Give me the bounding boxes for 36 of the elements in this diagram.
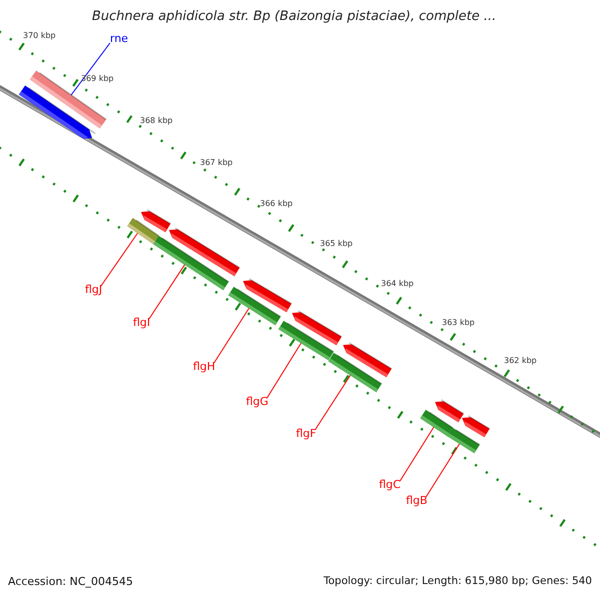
gene-feature: [447, 428, 480, 454]
leader-line: [214, 308, 250, 364]
gene-label: flgF: [296, 428, 316, 440]
leader-line: [100, 232, 138, 286]
gene-label: flgB: [406, 495, 428, 508]
footer-text: Accession: NC_004545: [8, 576, 134, 588]
leader-line: [70, 42, 110, 96]
leader-line: [314, 374, 351, 430]
scale-label: 368 kbp: [140, 117, 173, 126]
scale-label: 364 kbp: [381, 280, 414, 289]
gene-label: flgC: [379, 479, 401, 492]
gene-feature: [153, 236, 230, 290]
gene-label: flgJ: [85, 284, 102, 296]
title: Buchnera aphidicola str. Bp (Baizongia pistaciae), complete ...: [92, 10, 496, 24]
scale-label: 363 kbp: [442, 319, 475, 328]
leader-line: [400, 426, 434, 482]
scale-label: 367 kbp: [200, 159, 233, 168]
gene-feature: [435, 399, 464, 422]
gene-feature: [228, 286, 282, 326]
leader-line: [148, 264, 186, 320]
gene-feature: [328, 352, 382, 392]
gene-label: flgH: [193, 361, 216, 374]
scale-label: 366 kbp: [260, 200, 293, 209]
gene-feature: [18, 86, 96, 139]
gene-feature: [462, 415, 490, 438]
scale-label: 370 kbp: [23, 32, 56, 41]
scale-label: 365 kbp: [320, 240, 353, 249]
gene-label: flgG: [246, 396, 268, 408]
leader-line: [426, 443, 460, 498]
gene-feature: [127, 218, 160, 244]
gene-label: flgI: [133, 317, 150, 330]
leader-line: [266, 342, 302, 398]
gene-label: rne: [110, 33, 128, 46]
gene-feature: [278, 320, 334, 360]
footer-text: Topology: circular; Length: 615,980 bp; Genes: 540: [324, 576, 592, 588]
scale-label: 362 kbp: [504, 357, 537, 366]
